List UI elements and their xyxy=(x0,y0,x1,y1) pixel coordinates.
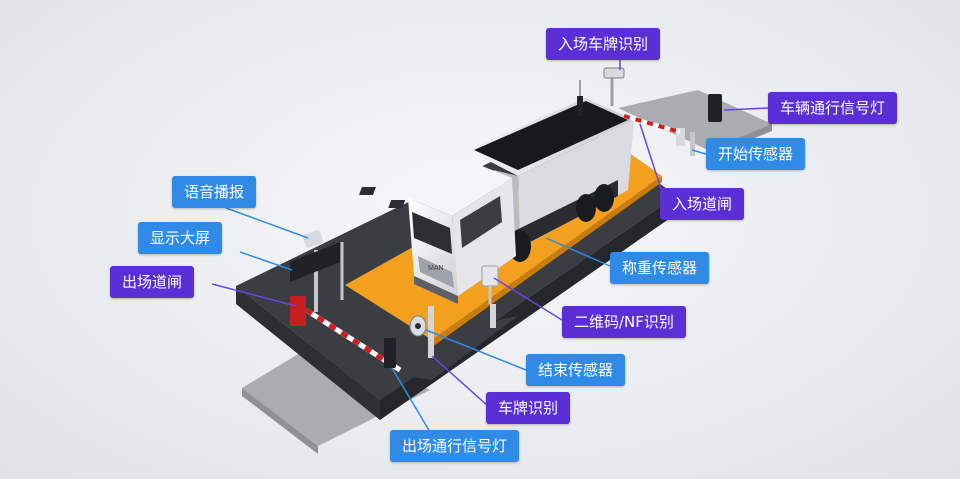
callout-vehicle-signal-light: 车辆通行信号灯 xyxy=(768,92,898,124)
entry-camera-icon xyxy=(603,67,625,79)
scale-pit-side xyxy=(380,196,676,420)
leader-qr xyxy=(493,277,563,321)
callout-entry-plate-recognition: 入场车牌识别 xyxy=(546,28,661,60)
entry-barrier-box xyxy=(676,128,685,146)
leader-start-sensor xyxy=(691,149,707,155)
truck-grille xyxy=(418,256,454,288)
truck-cargo-cover xyxy=(474,101,628,170)
entry-equipment xyxy=(577,67,722,156)
callout-display-screen: 显示大屏 xyxy=(138,222,223,254)
leader-vehicle-signal xyxy=(723,107,769,111)
callout-start-sensor: 开始传感器 xyxy=(706,138,806,170)
truck-windshield xyxy=(412,212,452,254)
truck-side-window xyxy=(460,196,502,248)
callout-qr-nfc-recognition: 二维码/NF识别 xyxy=(562,306,686,338)
display-screen-icon xyxy=(290,242,340,282)
entry-signal-light-icon xyxy=(708,94,722,122)
leader-exit-signal xyxy=(391,367,431,433)
leader-display xyxy=(239,251,293,271)
truck-cab-logo: MAN xyxy=(428,265,444,272)
truck-roof-vent-1 xyxy=(359,187,376,195)
truck-bumper xyxy=(414,276,458,304)
end-sensor-lens xyxy=(415,323,421,329)
qr-reader-box xyxy=(481,265,499,287)
leader-plate xyxy=(431,355,489,407)
leader-end-sensor xyxy=(425,329,527,371)
scale-pit-front xyxy=(236,286,380,420)
truck: MAN xyxy=(359,98,634,304)
exit-ramp xyxy=(242,338,430,446)
truck-wheel-rear-1 xyxy=(594,184,614,212)
exit-barrier-arm-stripes xyxy=(304,307,402,373)
end-sensor-post xyxy=(490,304,496,328)
leader-voice xyxy=(225,207,309,239)
leader-entry-barrier xyxy=(639,123,663,193)
leader-weighing-sensor xyxy=(545,237,611,267)
entry-ramp xyxy=(618,90,772,150)
entry-barrier-arm-stripes xyxy=(623,114,681,134)
callout-weighing-sensor: 称重传感器 xyxy=(610,252,710,284)
exit-signal-light-icon xyxy=(384,338,396,368)
truck-roof-vent-2 xyxy=(388,200,406,208)
scale-platform-edge xyxy=(432,176,662,347)
callout-exit-barrier: 出场道闸 xyxy=(110,266,195,298)
truck-cab-roof xyxy=(408,162,512,216)
callout-end-sensor: 结束传感器 xyxy=(526,354,626,386)
exit-barrier-box xyxy=(290,296,306,326)
leader-lines xyxy=(211,60,769,433)
exit-ramp-side xyxy=(242,388,318,454)
leader-exit-barrier xyxy=(211,283,297,307)
callout-entry-barrier: 入场道闸 xyxy=(660,188,745,220)
exit-apron xyxy=(376,316,518,380)
entry-post xyxy=(577,96,583,116)
callout-exit-signal-light: 出场通行信号灯 xyxy=(390,430,520,462)
truck-wheel-rear-2 xyxy=(576,194,596,222)
callout-plate-recognition: 车牌识别 xyxy=(486,392,571,424)
speaker-icon xyxy=(303,230,323,248)
entry-sensor-post xyxy=(690,132,695,156)
callout-voice-broadcast: 语音播报 xyxy=(172,176,257,208)
